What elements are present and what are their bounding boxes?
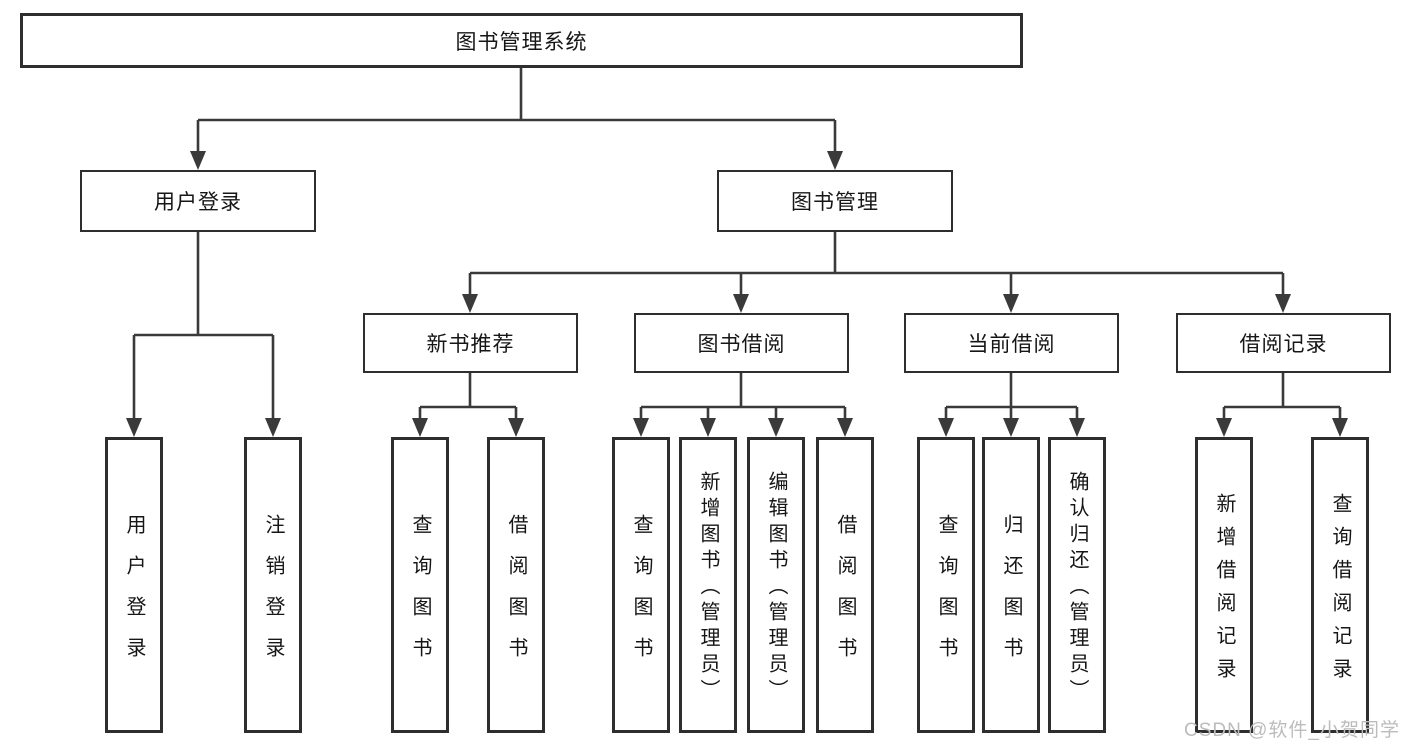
node-new-book-recommend-label: 新书推荐 — [426, 333, 515, 356]
node-leaf-edit-books-admin-label: 编辑图书（管理员） — [765, 471, 787, 705]
node-book-management: 图书管理 — [717, 170, 953, 232]
arrowhead — [827, 151, 843, 170]
arrowhead — [508, 418, 524, 437]
connector-path — [132, 68, 1342, 421]
arrowhead — [1332, 418, 1348, 437]
node-leaf-query-books-borrowing-label: 查询图书 — [630, 513, 652, 678]
node-leaf-borrow-books-recommend-label: 借阅图书 — [505, 513, 527, 678]
node-leaf-return-books-label: 归还图书 — [1000, 513, 1022, 678]
node-book-borrowing: 图书借阅 — [634, 313, 849, 373]
arrowhead — [1003, 418, 1019, 437]
node-book-management-label: 图书管理 — [791, 191, 879, 214]
arrowhead — [265, 418, 281, 437]
node-current-borrowing: 当前借阅 — [904, 313, 1119, 373]
node-leaf-query-books-current-label: 查询图书 — [935, 513, 957, 678]
arrowhead — [126, 418, 142, 437]
node-leaf-query-books-borrowing: 查询图书 — [612, 437, 670, 733]
arrowhead — [462, 294, 478, 313]
node-leaf-borrow-books-borrowing: 借阅图书 — [816, 437, 874, 733]
node-leaf-confirm-return-admin-label: 确认归还（管理员） — [1066, 471, 1088, 705]
arrowhead — [1069, 418, 1085, 437]
node-leaf-add-books-admin: 新增图书（管理员） — [679, 437, 737, 733]
node-leaf-user-login: 用户登录 — [105, 437, 163, 733]
node-leaf-edit-books-admin: 编辑图书（管理员） — [747, 437, 805, 733]
node-leaf-user-login-label: 用户登录 — [123, 513, 145, 678]
node-leaf-logout: 注销登录 — [244, 437, 302, 733]
node-leaf-confirm-return-admin: 确认归还（管理员） — [1048, 437, 1106, 733]
node-leaf-borrow-books-borrowing-label: 借阅图书 — [834, 513, 856, 678]
node-borrowing-records-label: 借阅记录 — [1239, 333, 1328, 356]
node-leaf-query-books-recommend: 查询图书 — [391, 437, 449, 733]
arrowhead — [1216, 418, 1232, 437]
csdn-watermark: CSDN @软件_小贺同学 — [1184, 720, 1400, 741]
arrowhead — [1275, 294, 1291, 313]
node-user-login-branch: 用户登录 — [80, 170, 316, 232]
arrowhead — [190, 151, 206, 170]
node-leaf-logout-label: 注销登录 — [262, 513, 284, 678]
node-leaf-add-borrow-record: 新增借阅记录 — [1195, 437, 1253, 733]
arrowhead — [768, 418, 784, 437]
node-user-login-branch-label: 用户登录 — [154, 191, 242, 214]
arrowhead — [633, 418, 649, 437]
node-current-borrowing-label: 当前借阅 — [967, 333, 1056, 356]
arrowhead — [700, 418, 716, 437]
node-leaf-query-books-recommend-label: 查询图书 — [409, 513, 431, 678]
node-book-borrowing-label: 图书借阅 — [697, 333, 786, 356]
node-leaf-query-books-current: 查询图书 — [917, 437, 975, 733]
arrowhead — [938, 418, 954, 437]
node-new-book-recommend: 新书推荐 — [363, 313, 578, 373]
node-leaf-return-books: 归还图书 — [982, 437, 1040, 733]
node-leaf-query-borrow-record-label: 查询借阅记录 — [1329, 492, 1351, 691]
node-root: 图书管理系统 — [20, 13, 1023, 68]
arrowhead — [1003, 294, 1019, 313]
arrowhead — [412, 418, 428, 437]
node-leaf-query-borrow-record: 查询借阅记录 — [1311, 437, 1369, 733]
node-borrowing-records: 借阅记录 — [1176, 313, 1391, 373]
node-root-label: 图书管理系统 — [455, 30, 588, 54]
arrowhead — [837, 418, 853, 437]
node-leaf-add-borrow-record-label: 新增借阅记录 — [1213, 492, 1235, 691]
arrowhead — [733, 294, 749, 313]
node-leaf-borrow-books-recommend: 借阅图书 — [487, 437, 545, 733]
node-leaf-add-books-admin-label: 新增图书（管理员） — [697, 471, 719, 705]
